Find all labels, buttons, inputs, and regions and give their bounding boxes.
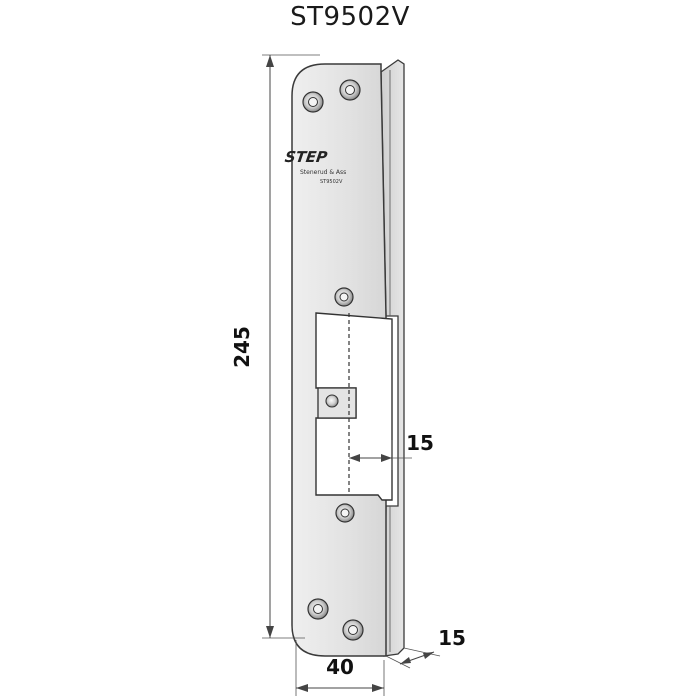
width-value: 40 <box>326 655 354 679</box>
height-dimension: 245 <box>230 54 320 639</box>
opening-depth-value: 15 <box>406 431 434 455</box>
screw-hole-top-left <box>302 91 324 113</box>
screw-hole-bottom-right <box>342 619 364 641</box>
svg-text:ST9502V: ST9502V <box>320 179 343 185</box>
width-dimension: 40 <box>295 640 385 696</box>
adjustment-tongue <box>317 387 357 419</box>
flange-value: 15 <box>438 626 466 650</box>
screw-hole-middle-lower <box>335 503 355 523</box>
height-value: 245 <box>230 326 254 368</box>
svg-text:Stenerud & Ass: Stenerud & Ass <box>300 169 346 176</box>
product-title: ST9502V <box>290 2 410 32</box>
step-logo: STEP Stenerud & Ass ST9502V <box>284 148 347 185</box>
screw-hole-top-right <box>339 79 361 101</box>
flange-dimension: 15 <box>385 626 466 669</box>
svg-text:STEP: STEP <box>284 148 329 166</box>
screw-hole-bottom-left <box>307 598 329 620</box>
opening-depth-dimension: 15 <box>349 431 434 470</box>
screw-hole-middle-upper <box>334 287 354 307</box>
